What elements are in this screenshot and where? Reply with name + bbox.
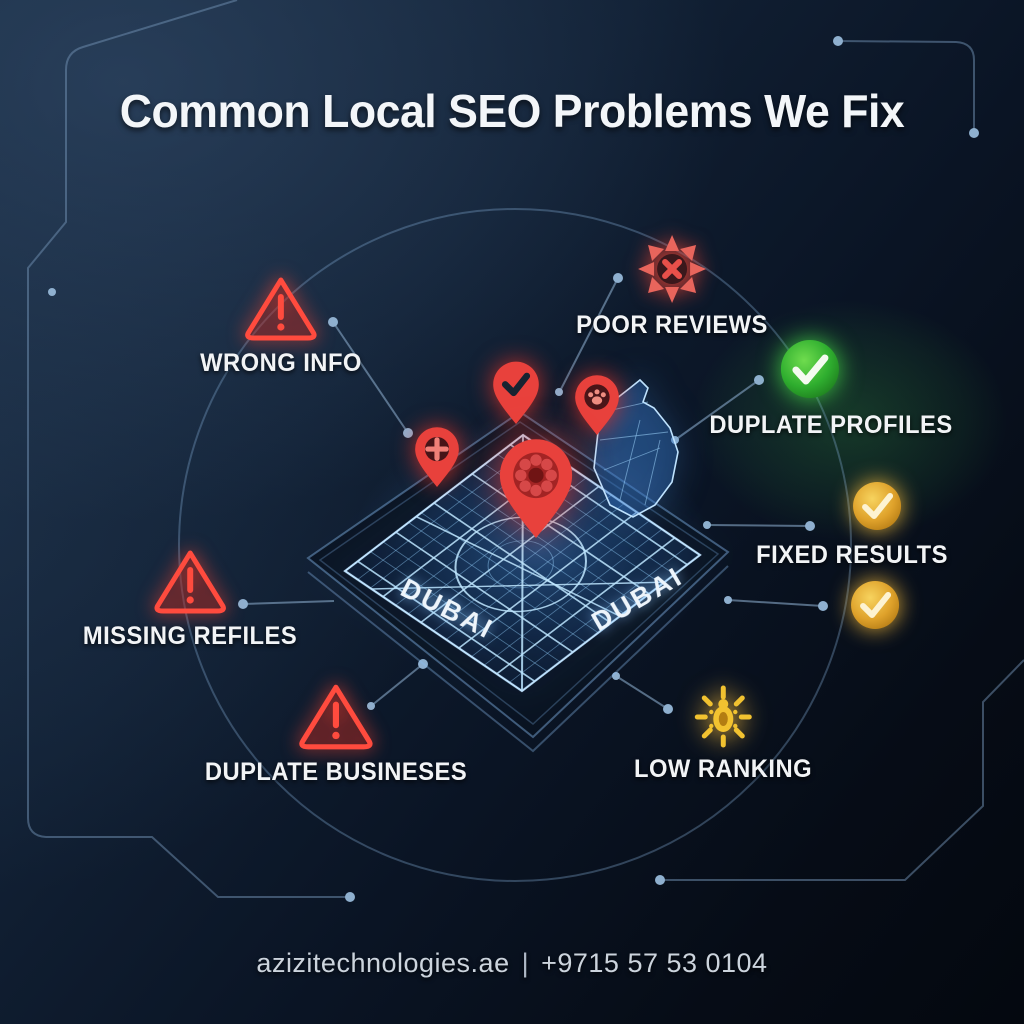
map-pin-plus-icon xyxy=(415,427,459,487)
callout-label: WRONG INFO xyxy=(200,349,362,377)
orbit-circle xyxy=(178,208,852,882)
callout-duplate-profiles: DUPLATE PROFILES xyxy=(703,333,959,440)
dubai-holographic-map: DUBAI DUBAI xyxy=(306,378,730,753)
callout-label: DUPLATE PROFILES xyxy=(709,411,953,439)
warning-triangle-icon xyxy=(245,277,317,341)
footer-website: azizitechnologies.ae xyxy=(256,948,510,978)
bug-sun-icon xyxy=(694,685,752,748)
callout-label: FIXED RESULTS xyxy=(756,541,948,569)
green-check-circle-icon xyxy=(780,340,839,398)
callout-low-ranking: LOW RANKING xyxy=(629,685,816,784)
callout-label: MISSING REFILES xyxy=(82,622,298,650)
burst-x-icon xyxy=(638,235,706,303)
footer-separator: | xyxy=(521,948,530,978)
page-title: Common Local SEO Problems We Fix xyxy=(119,85,905,137)
footer-contact: azizitechnologies.ae | +9715 57 53 0104 xyxy=(0,948,1024,979)
gold-check-circle-icon xyxy=(852,482,901,530)
warning-triangle-icon xyxy=(299,684,373,750)
callout-label: POOR REVIEWS xyxy=(576,311,768,339)
callout-poor-reviews: POOR REVIEWS xyxy=(571,233,773,340)
footer-phone: +9715 57 53 0104 xyxy=(541,948,768,978)
map-surface xyxy=(343,433,702,693)
callout-wrong-info: WRONG INFO xyxy=(196,273,366,378)
warning-triangle-icon xyxy=(154,550,226,614)
map-pin-rosette-icon xyxy=(499,439,573,538)
callout-missing-refiles: MISSING REFILES xyxy=(77,546,303,651)
circuit-traces xyxy=(27,0,1024,902)
callout-label: DUPLATE BUSINESES xyxy=(204,758,468,786)
callout-fixed-results: FIXED RESULTS xyxy=(751,477,953,634)
map-pins xyxy=(415,361,619,538)
callout-label: LOW RANKING xyxy=(633,755,813,783)
connector-lines xyxy=(238,273,828,714)
map-pin-paw-icon xyxy=(575,375,619,435)
gold-check-circle-icon xyxy=(850,581,899,629)
callout-duplate-busineses: DUPLATE BUSINESES xyxy=(198,680,474,787)
district-streets xyxy=(599,401,669,506)
map-pin-check-icon xyxy=(493,361,539,424)
